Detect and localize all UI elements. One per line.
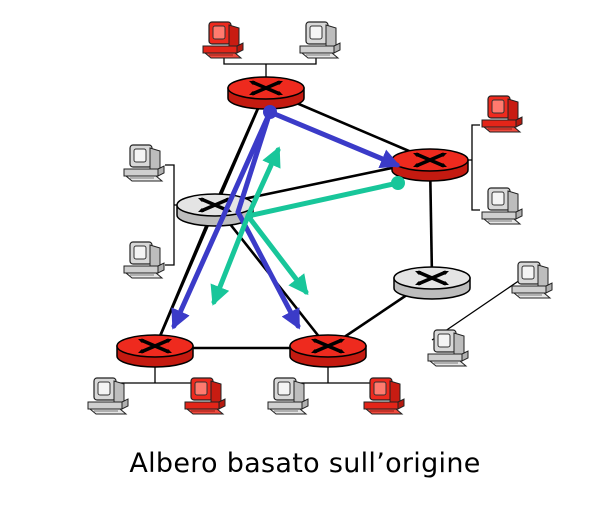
host-bottom-4 [363,377,405,415]
host-links [109,58,521,388]
diagram-caption: Albero basato sull’origine [129,448,481,479]
router-right [390,147,470,183]
reverse-origin-dot [391,176,405,190]
host-right-bottom [481,187,523,225]
host-left-bottom [123,241,165,279]
router-top-source [226,75,306,111]
host-bottom-3 [267,377,309,415]
host-left-top [123,144,165,182]
host-right-top [481,95,523,133]
host-bottom-2 [184,377,226,415]
router-right-gray [392,265,472,301]
tree-arrow-to-right-router [267,109,401,169]
source-tree-arrows [171,109,401,330]
green-arrow-down-left [210,213,251,306]
tree-arrow-to-bottom-middle [235,109,301,330]
host-top-right [299,21,341,59]
host-right-lower [427,329,469,367]
reverse-path-arrows [210,146,401,306]
router-bottom-middle [288,333,368,369]
green-arrow-up [245,146,281,219]
host-far-right [511,261,553,299]
source-dot [263,105,277,119]
host-top-left [202,21,244,59]
tree-arrow-to-bottom-left [171,109,273,330]
host-bottom-1 [87,377,129,415]
green-arrow-down-right [245,213,309,296]
router-bottom-left [115,333,195,369]
